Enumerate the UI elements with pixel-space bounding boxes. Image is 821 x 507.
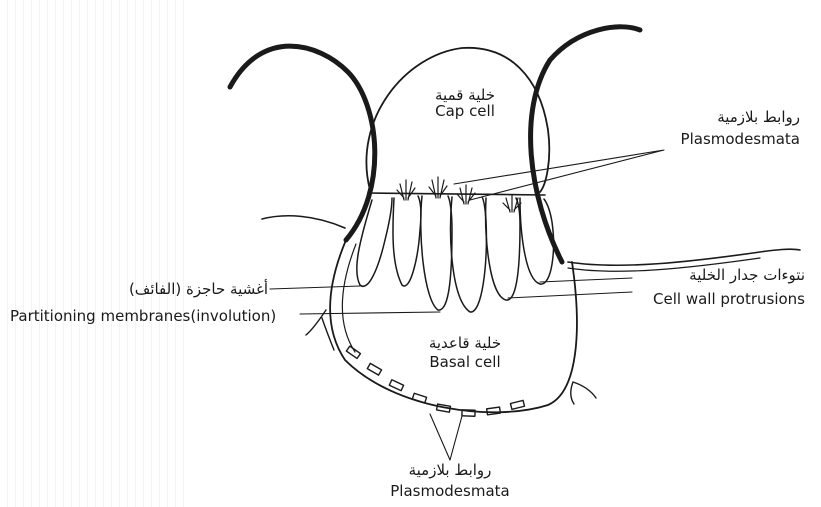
wall-protrusion bbox=[421, 196, 452, 310]
partition-membranes-label-en: Partitioning membranes(involution) bbox=[10, 309, 310, 324]
plasmodesmata-top-label-en: Plasmodesmata bbox=[640, 132, 800, 147]
basal-cell-outline bbox=[330, 240, 577, 412]
basal-cell-label-ar: خلية قاعدية bbox=[415, 336, 515, 351]
leader-plasmodesmata-top bbox=[454, 150, 664, 200]
cell-wall-protrusions-label-en: Cell wall protrusions bbox=[620, 292, 805, 307]
cap-cell-label-en: Cap cell bbox=[420, 104, 510, 119]
leader-cell-wall-1 bbox=[540, 278, 632, 282]
plasmodesmata-tuft bbox=[397, 180, 415, 200]
cell-wall-protrusions-label-ar: نتوءات جدار الخلية bbox=[620, 268, 805, 283]
leader-plasmodesmata-bottom bbox=[430, 414, 462, 460]
basal-cell-label-en: Basal cell bbox=[415, 355, 515, 370]
leader-cell-wall-2 bbox=[508, 292, 632, 298]
wall-protrusion bbox=[393, 196, 421, 286]
leaf-surface-right bbox=[568, 249, 800, 265]
partition-membranes-label-ar: أغشية حاجزة (الفائف) bbox=[60, 282, 268, 297]
leader-partition-2 bbox=[300, 312, 440, 314]
cap-lobe-left bbox=[230, 46, 375, 240]
plasmodesmata-tuft bbox=[429, 177, 447, 198]
branch-right bbox=[571, 382, 596, 404]
cap-lobe-right bbox=[531, 27, 640, 262]
wall-protrusion bbox=[520, 198, 554, 284]
wall-protrusion bbox=[451, 197, 487, 312]
basal-cell-inner bbox=[342, 244, 356, 352]
leaf-surface-left bbox=[262, 216, 345, 228]
plasmodesmata-bottom-label-en: Plasmodesmata bbox=[370, 484, 530, 499]
plasmodesmata-top-label-ar: روابط بلازمية bbox=[640, 110, 800, 125]
wall-protrusion bbox=[486, 198, 520, 300]
cap-cell-label-ar: خلية قمية bbox=[420, 88, 510, 103]
leader-partition bbox=[270, 286, 360, 289]
plasmodesmata-bottom-label-ar: روابط بلازمية bbox=[370, 463, 530, 478]
